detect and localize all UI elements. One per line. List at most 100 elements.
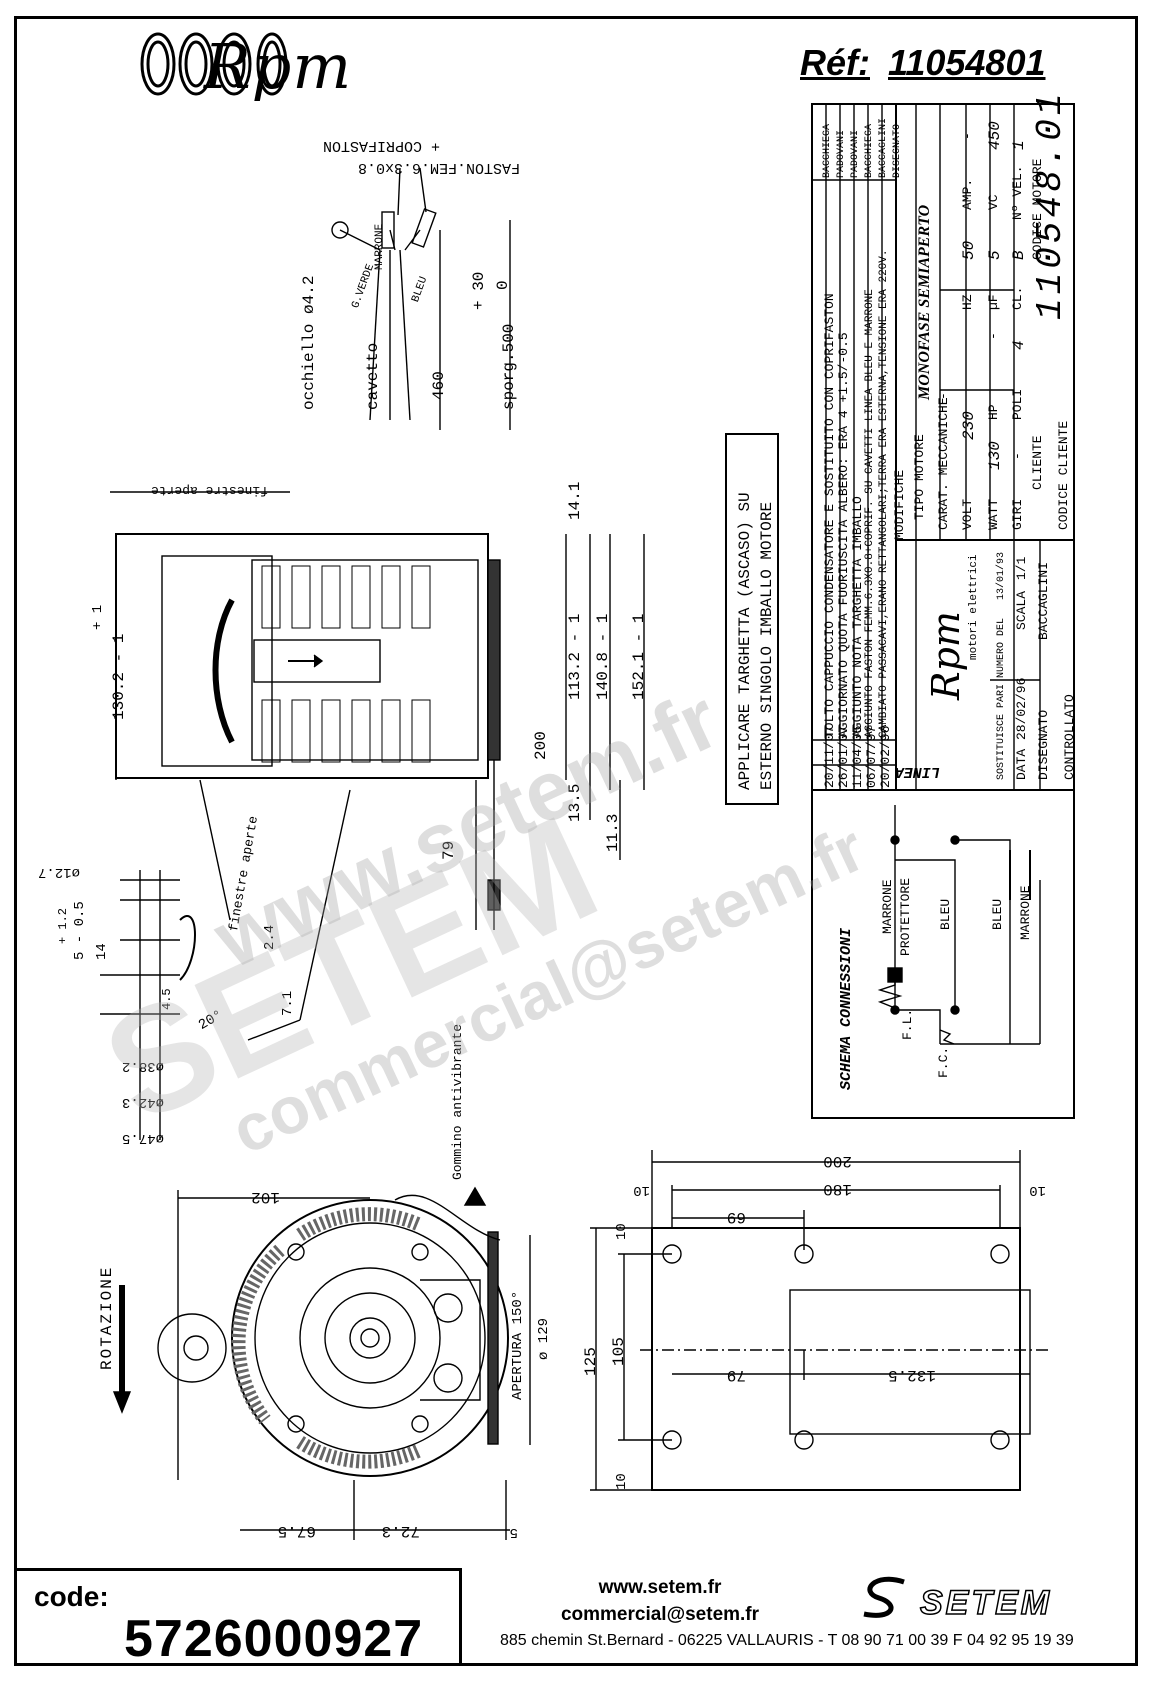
- code-label: code:: [34, 1581, 109, 1612]
- base-plate: [651, 1227, 1021, 1491]
- watt-value: 130: [986, 441, 1004, 470]
- apertura-label: APERTURA 150°: [510, 1290, 526, 1400]
- dim-102: 102: [251, 1188, 280, 1206]
- dim-72-3: 72.3: [381, 1522, 420, 1540]
- dim-plate-10a: 10: [633, 1182, 650, 1198]
- marrone-label: MARRONE: [880, 879, 895, 934]
- reference-number: Réf:11054801: [800, 42, 1046, 84]
- amp-value: -: [960, 132, 975, 140]
- dim-11-3: 11.3: [604, 813, 622, 852]
- rev4-date: 26/01/07: [836, 725, 851, 788]
- vc-value: 450: [986, 121, 1004, 150]
- dim-5-front: 5: [509, 1524, 518, 1540]
- dim-130: 130.2 - 1: [110, 633, 128, 720]
- fc-label: F.C.: [936, 1046, 951, 1078]
- rotazione-label: ROTAZIONE: [98, 1265, 116, 1370]
- giri-value: -: [1010, 452, 1025, 460]
- drawing-sheet: [14, 16, 1138, 1666]
- cavetto-label: cavetto: [364, 342, 382, 410]
- rev3-by: PADOVANI: [850, 129, 861, 178]
- dim-plate-69: 69: [726, 1208, 746, 1226]
- dim-5: 5 - 0.5: [72, 901, 88, 960]
- nvel-value: 1: [1010, 140, 1028, 150]
- rev5-text: TOLTO CAPPUCCIO CONDENSATORE E SOSTITUIT…: [822, 293, 837, 738]
- title-block-logo-sub: motori elettrici: [968, 554, 980, 660]
- poli-value: 4: [1010, 340, 1028, 350]
- dim-460: 460: [430, 371, 448, 400]
- coprifaston-label: + COPRIFASTON: [322, 137, 440, 154]
- finestre-aperte-label: finestre aperte: [150, 483, 268, 498]
- bleu-label: BLEU: [938, 898, 953, 930]
- dim-d129: ø 129: [536, 1317, 552, 1360]
- rpm-coil-logo: [140, 32, 288, 96]
- volt-value: 230: [960, 411, 978, 440]
- rev3-date: 11/04/05: [850, 725, 865, 788]
- note-line-2: ESTERNO SINGOLO IMBALLO MOTORE: [758, 501, 776, 790]
- title-block-logo: Rpm: [924, 611, 968, 700]
- code-value: 5726000927: [124, 1610, 424, 1668]
- website-link[interactable]: www.setem.fr: [598, 1577, 722, 1598]
- company-address: 885 chemin St.Bernard - 06225 VALLAURIS …: [500, 1632, 1074, 1649]
- note-box: [725, 433, 779, 805]
- marrone-label-2: MARRONE: [1018, 885, 1033, 940]
- watt-label: WATT: [986, 498, 1001, 530]
- vc-label: VC: [986, 194, 1001, 210]
- dim-plate-10c: 10: [614, 1223, 630, 1240]
- hz-label: HZ: [960, 294, 975, 310]
- rev-header-by: DISEGNATO: [892, 123, 903, 178]
- rev1-text: CAMBIATO PASSACAVI,ERANO RETTANGOLARI;TE…: [878, 249, 890, 738]
- scala-label: SCALA: [1014, 590, 1029, 630]
- uf-value: 5: [986, 250, 1004, 260]
- sostituisce-label: SOSTITUISCE PARI NUMERO DEL: [996, 617, 1007, 780]
- email-link[interactable]: commercial@setem.fr: [560, 1604, 760, 1625]
- uf-label: µF: [986, 294, 1001, 310]
- rev4-by: PADOVANI: [836, 129, 847, 178]
- rev5-by: BACCHIEGA: [822, 123, 833, 178]
- dim-plate-79: 79: [726, 1366, 746, 1384]
- sporg-label: sporg.500: [500, 323, 518, 410]
- occhiello-label: occhiello ø4.2: [300, 275, 318, 410]
- carat-value: -: [936, 392, 951, 400]
- note-line-1: APPLICARE TARGHETTA (ASCASO) SU: [736, 492, 754, 790]
- dim-plate-180: 180: [823, 1180, 852, 1198]
- sporg-tol-lower: 0: [494, 280, 512, 290]
- rev2-date: 06/07/97: [864, 725, 879, 788]
- dim-14: 14: [94, 943, 110, 960]
- dim-d12-7: ø12.7: [37, 864, 80, 880]
- rev2-text: AGGIUNTO FASTON FEMM.6.3X0.8+COPRIF. SU …: [864, 289, 876, 738]
- contact-block: www.setem.fr commercial@setem.fr: [540, 1574, 780, 1628]
- giri-label: GIRI: [1010, 498, 1025, 530]
- dim-140: 140.8 - 1: [594, 613, 612, 700]
- setem-swirl-icon: [863, 1576, 905, 1618]
- rev3-text: AGGIUNTO NOTA TARGHETTA IMBALLO: [850, 496, 865, 738]
- rev1-by: BACCAGLINI: [878, 117, 889, 178]
- tipo-motore-label: TIPO MOTORE: [912, 434, 927, 520]
- disegnato-label: DISEGNATO: [1036, 709, 1051, 780]
- data-label: DATA: [1014, 748, 1029, 780]
- dim-plate-10d: 10: [614, 1473, 630, 1490]
- faston-label: FASTON.FEM.6.3x0.8: [357, 159, 520, 176]
- cl-value: B: [1010, 250, 1028, 260]
- rev-header-text: MODIFICHE: [892, 469, 907, 540]
- setem-logo: SETEM: [919, 1583, 1053, 1623]
- dim-5-tol: + 1.2: [56, 907, 70, 944]
- data-value: 28/02/96: [1014, 677, 1029, 740]
- rev5-date: 20/11/07: [822, 725, 837, 788]
- amp-label: AMP.: [960, 178, 975, 210]
- dim-130-tol: + 1: [90, 604, 106, 630]
- connection-diagram-frame: [811, 789, 1075, 1119]
- poli-label: POLI: [1010, 388, 1025, 420]
- product-code-box: code: 5726000927: [14, 1568, 462, 1668]
- scala-value: 1/1: [1014, 556, 1029, 580]
- rev4-text: AGGIORNATO QUOTA FUORIUSCITA ALBERO: ERA…: [836, 332, 851, 738]
- dim-plate-125: 125: [582, 1347, 600, 1376]
- ref-label: Réf:: [800, 42, 870, 83]
- dim-14-1: 14.1: [566, 481, 584, 520]
- volt-label: VOLT: [960, 498, 975, 530]
- front-view-motor: [231, 1199, 509, 1477]
- cliente-label: CLIENTE: [1030, 435, 1045, 490]
- hp-label: HP: [986, 404, 1001, 420]
- cl-label: CL.: [1010, 286, 1025, 310]
- sporg-tol-upper: + 30: [470, 271, 488, 310]
- protettore-label: PROTETTORE: [898, 877, 913, 956]
